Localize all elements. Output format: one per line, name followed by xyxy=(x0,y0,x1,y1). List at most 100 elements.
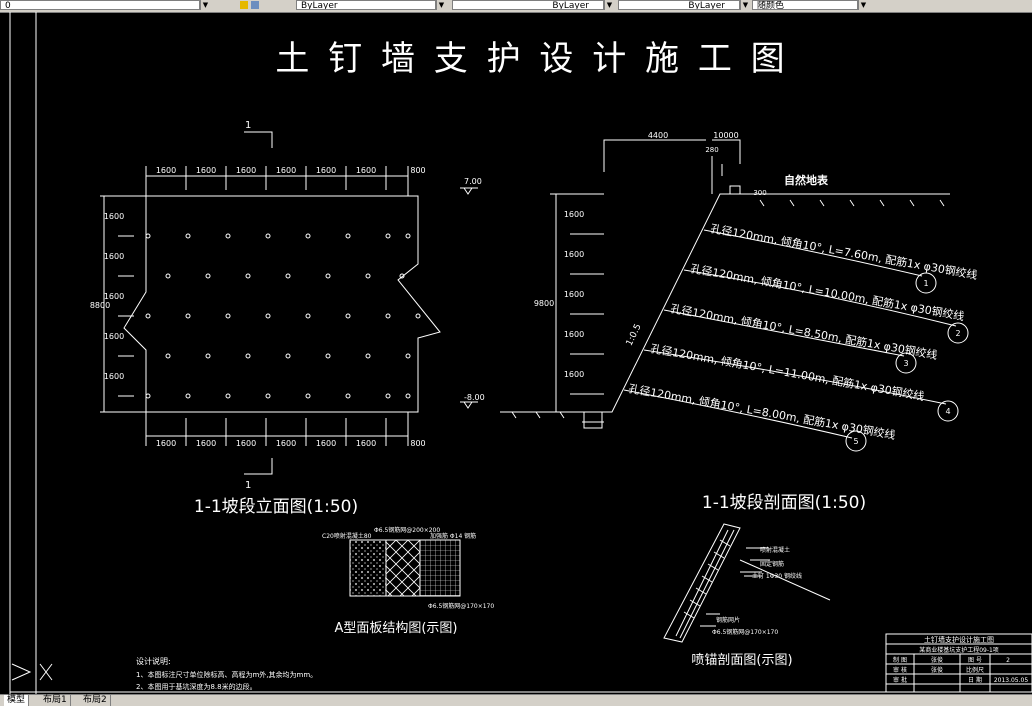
soil-nail-3 xyxy=(663,309,905,357)
nail-head-marker xyxy=(205,353,211,359)
elevation-symbol-bottom xyxy=(460,401,478,409)
notes-line: 1、本图标注尺寸单位除标高、高程为m外,其余均为mm。 xyxy=(136,670,317,679)
slope-profile xyxy=(600,193,950,413)
elevation-outline xyxy=(123,195,441,413)
top-dim-text: 1600 xyxy=(156,166,176,175)
nail-head-marker xyxy=(345,393,351,399)
nail-head-marker xyxy=(285,273,291,279)
spray-section-detail: 喷射混凝土 固定钢筋 土钉 1Φ30 钢绞线 钢筋网片 Φ6.5钢筋网@170×… xyxy=(663,523,831,643)
section-view: 4400 10000 280 300 自然地表 1600 1600 1600 1… xyxy=(500,131,979,452)
nail-head-marker xyxy=(305,233,311,239)
nail-head-marker xyxy=(385,313,391,319)
title-block-drawn-by: 张俊 xyxy=(931,656,943,664)
top-dim-text: 800 xyxy=(410,166,425,175)
left-dim-text: 1600 xyxy=(104,332,124,341)
chevron-down-icon[interactable]: ▼ xyxy=(436,0,446,10)
ucs-x-icon xyxy=(39,663,53,681)
elevation-bottom-text: -8.00 xyxy=(464,393,485,402)
dim-10000-line xyxy=(712,139,741,164)
color-dropdown[interactable]: ByLayer xyxy=(296,0,436,10)
nail-head-marker xyxy=(145,393,151,399)
section-dim-text: 1600 xyxy=(564,370,584,379)
panel-mesh-zone xyxy=(385,539,421,597)
title-block-sheet-no: 2 xyxy=(1006,657,1010,664)
drawing-title: 土 钉 墙 支 护 设 计 施 工 图 xyxy=(275,39,788,79)
layer-icon[interactable] xyxy=(240,1,248,9)
tab-layout2[interactable]: 布局2 xyxy=(80,695,111,706)
soil-nail-1 xyxy=(703,229,923,277)
elevation-top-text: 7.00 xyxy=(464,177,482,186)
nail-number: 1 xyxy=(923,279,928,288)
notes-line: 2、本图用于基坑深度为8.8米的边段。 xyxy=(136,682,257,691)
height-dim-text: 8800 xyxy=(90,301,110,310)
tab-model[interactable]: 模型 xyxy=(4,695,30,706)
nail-head-marker xyxy=(225,313,231,319)
panel-grid-zone xyxy=(419,539,461,597)
section-mark-bottom xyxy=(244,458,273,475)
nail-head-marker xyxy=(405,393,411,399)
nail-head-marker xyxy=(325,353,331,359)
drain-ditch xyxy=(583,411,603,429)
section-marker-bottom: 1 xyxy=(245,480,251,491)
chevron-down-icon[interactable]: ▼ xyxy=(740,0,750,10)
elevation-view: 1 1 1600 1600 1600 1600 1600 1600 800 16… xyxy=(90,120,485,491)
left-dim-text: 1600 xyxy=(104,212,124,221)
nail-head-marker xyxy=(245,353,251,359)
section-dim-text: 1600 xyxy=(564,330,584,339)
title-block-approve-label: 审 批 xyxy=(893,676,907,684)
nail-head-marker xyxy=(325,273,331,279)
chevron-down-icon[interactable]: ▼ xyxy=(604,0,614,10)
lineweight-value: ByLayer xyxy=(688,1,725,10)
section-height-text: 9800 xyxy=(534,299,554,308)
panel-concrete-zone xyxy=(349,539,387,597)
panel-label-right: 加强筋 Φ14 钢筋 xyxy=(430,532,476,540)
surface-hatch xyxy=(759,199,945,207)
layer-tools[interactable] xyxy=(236,0,280,10)
tab-layout1[interactable]: 布局1 xyxy=(40,695,71,706)
section-caption: 1-1坡段剖面图(1:50) xyxy=(702,493,866,513)
title-block: 土钉墙支护设计施工图 某商业楼基坑支护工程09-1项 制 图 张俊 图 号 2 … xyxy=(885,633,1032,693)
title-block-project: 某商业楼基坑支护工程09-1项 xyxy=(919,646,999,654)
nail-number-circle xyxy=(915,272,937,294)
layer-icon[interactable] xyxy=(251,1,259,9)
dim-4400-line xyxy=(603,139,706,172)
section-dim-text: 1600 xyxy=(564,250,584,259)
spray-layer-hatch xyxy=(675,529,735,639)
bottom-dim-text: 1600 xyxy=(276,439,296,448)
plotstyle-dropdown[interactable]: 随颜色 xyxy=(752,0,858,10)
spray-layer-outline xyxy=(663,523,741,643)
nail-head-marker xyxy=(185,233,191,239)
nail-head-marker xyxy=(405,353,411,359)
nail-head-marker xyxy=(365,273,371,279)
nail-head-marker xyxy=(285,353,291,359)
panel-detail: C20喷射混凝土80 Φ6.5钢筋网@200×200 加强筋 Φ14 钢筋 Φ6… xyxy=(322,526,494,610)
nail-number-circle xyxy=(947,322,969,344)
title-block-check-label: 审 核 xyxy=(893,666,907,674)
drawing-canvas[interactable]: 土 钉 墙 支 护 设 计 施 工 图 1 1 1600 1600 1600 1… xyxy=(0,12,1032,694)
tab-layout2-label: 布局2 xyxy=(83,695,107,705)
spray-label-5: Φ6.5钢筋网@170×170 xyxy=(712,628,778,636)
bottom-dim-text: 1600 xyxy=(196,439,216,448)
chevron-down-icon[interactable]: ▼ xyxy=(200,0,210,10)
dim-4400-text: 4400 xyxy=(648,131,668,140)
properties-toolbar: 0 ▼ ByLayer ▼ ByLayer ▼ ByLayer ▼ 随颜色 ▼ xyxy=(0,0,1032,13)
layer-dropdown[interactable]: 0 xyxy=(0,0,200,10)
title-block-scale-label: 比例尺 xyxy=(966,666,984,674)
title-block-date: 2013.05.05 xyxy=(994,677,1029,684)
chevron-down-icon[interactable]: ▼ xyxy=(858,0,868,10)
nail-number-circle xyxy=(895,352,917,374)
nail-head-grid xyxy=(145,233,421,399)
title-block-frame xyxy=(885,633,1032,693)
title-block-sheet-label: 图 号 xyxy=(968,657,982,664)
linetype-dropdown[interactable]: ByLayer xyxy=(452,0,604,10)
linetype-value: ByLayer xyxy=(552,1,589,10)
soil-nail-4 xyxy=(643,349,947,405)
panel-label-concrete: C20喷射混凝土80 xyxy=(322,532,372,540)
bottom-dim-text: 1600 xyxy=(156,439,176,448)
soil-nail-5 xyxy=(623,389,853,439)
lineweight-dropdown[interactable]: ByLayer xyxy=(618,0,740,10)
ground-label: 自然地表 xyxy=(784,173,829,187)
nail-head-marker xyxy=(415,313,421,319)
spray-label-2: 固定钢筋 xyxy=(760,560,784,568)
title-block-checked-by: 张俊 xyxy=(931,666,943,674)
